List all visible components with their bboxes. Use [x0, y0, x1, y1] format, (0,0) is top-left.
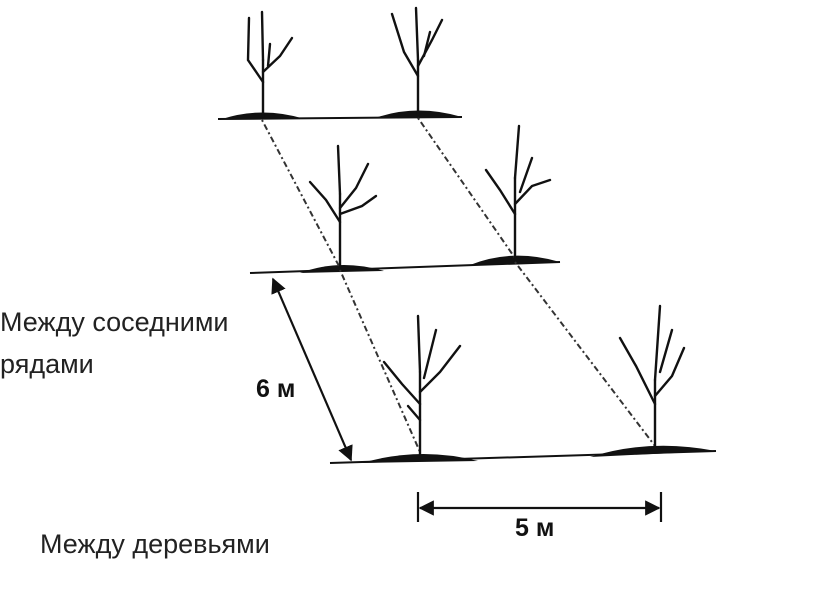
ground-lines	[217, 116, 717, 464]
tree-icon-r1-t2	[390, 6, 444, 116]
tree-icon-r3-t2	[618, 304, 686, 450]
tree-icon-r1-t1	[246, 10, 294, 118]
tree-spacing-value: 5 м	[515, 514, 555, 542]
tree-spacing-dimension	[416, 492, 663, 522]
soil-mound-r2-t1	[300, 264, 384, 273]
alignment-line-4	[514, 261, 656, 447]
tree-icon-r3-t1	[382, 314, 462, 458]
alignment-lines	[261, 117, 656, 453]
soil-mound-r3-t2	[590, 445, 716, 457]
row-spacing-label-line2: рядами	[0, 349, 94, 379]
soil-mound-r2-t2	[470, 255, 560, 265]
tree-icon-r2-t2	[484, 124, 552, 260]
soil-mounds	[222, 110, 716, 463]
alignment-line-1	[261, 119, 341, 269]
alignment-line-3	[339, 269, 421, 453]
soil-mound-r1-t2	[378, 110, 462, 117]
row-spacing-arrow	[271, 277, 353, 462]
soil-mound-r3-t1	[362, 453, 478, 463]
row-spacing-label-line1: Между соседними	[0, 307, 229, 337]
ground-line-row-2	[249, 261, 561, 274]
trees	[246, 6, 686, 458]
tree-spacing-label: Между деревьями	[40, 529, 270, 559]
tree-icon-r2-t1	[308, 144, 378, 270]
row-spacing-value: 6 м	[256, 375, 296, 403]
alignment-line-2	[417, 117, 516, 259]
